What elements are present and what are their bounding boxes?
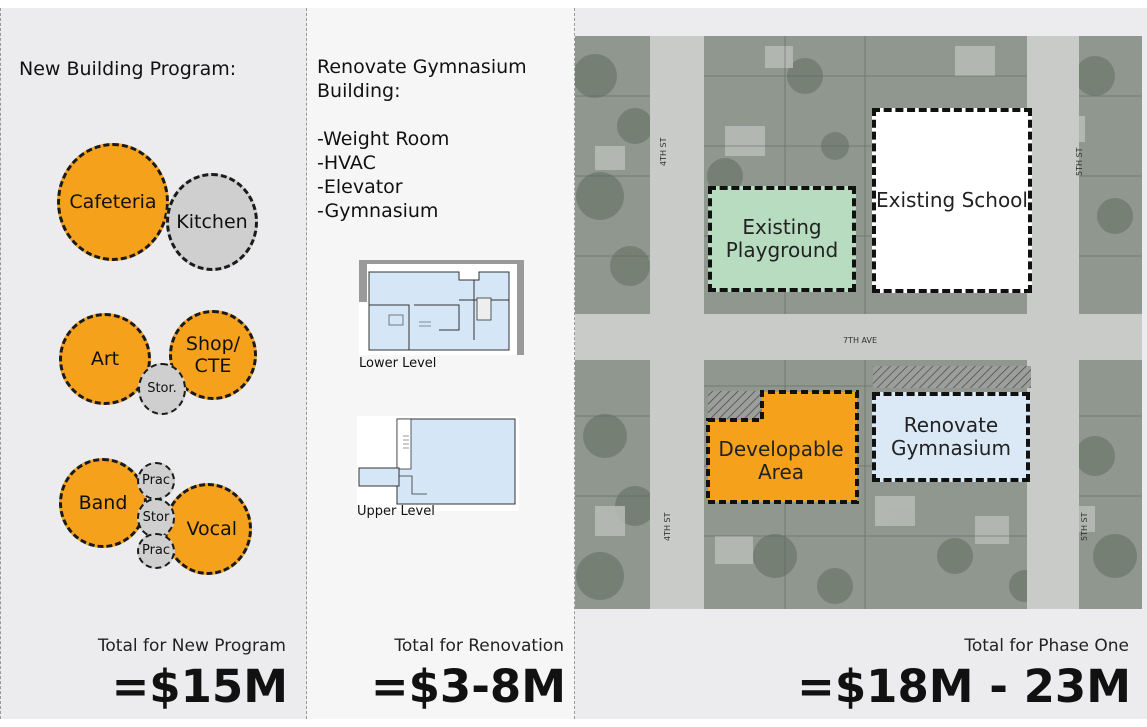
renovate-gymnasium-zone: Renovate Gymnasium [872,392,1030,482]
renovation-item: -Elevator [317,176,403,198]
art-bubble: Art [59,313,151,405]
renovation-total-value: =$3-8M [370,660,566,713]
vocal-bubble: Vocal [164,483,252,575]
renovation-item: -Weight Room [317,128,450,150]
band-storage-bubble: Stor [137,498,175,538]
renovation-item: -Gymnasium [317,200,439,222]
street-label-4th-bottom: 4TH ST [663,512,672,542]
art-storage-bubble: Stor. [138,363,186,415]
street-label-7th-ave: 7TH AVE [843,336,878,345]
band-practice-top-bubble: Prac [137,462,175,500]
developable-area-label: Developable Area [718,437,844,484]
upper-level-floor-plan [357,416,519,511]
kitchen-bubble: Kitchen [166,173,258,271]
renovation-item: -HVAC [317,152,376,174]
band-bubble: Band [59,458,147,548]
cafeteria-bubble: Cafeteria [57,143,169,261]
phase-one-total-label: Total for Phase One [964,636,1129,656]
lower-level-label: Lower Level [359,356,437,371]
existing-school-zone: Existing School [872,108,1032,293]
street-label-5th-bottom: 5TH ST [1080,512,1089,542]
new-program-panel: New Building Program: Cafeteria Kitchen … [0,8,307,719]
new-program-heading: New Building Program: [19,58,237,80]
new-program-total-label: Total for New Program [97,636,286,656]
band-practice-bottom-bubble: Prac [137,533,175,569]
upper-level-label: Upper Level [357,504,435,519]
renovation-panel: Renovate Gymnasium Building: -Weight Roo… [307,8,575,719]
lower-level-floor-plan [359,260,524,355]
street-label-4th-top: 4TH ST [659,137,668,167]
existing-playground-zone: Existing Playground [708,186,856,292]
phase-one-total-value: =$18M - 23M [797,660,1131,713]
aerial-background [575,36,1142,609]
new-program-total-value: =$15M [111,660,288,713]
renovation-heading: Renovate Gymnasium Building: [317,56,527,102]
shop-cte-bubble: Shop/ CTE [169,310,257,400]
site-aerial-map: 4TH ST 4TH ST 5TH ST 5TH ST 7TH AVE Exis… [575,36,1142,609]
renovation-total-label: Total for Renovation [394,636,564,656]
street-label-5th-top: 5TH ST [1075,147,1084,177]
developable-area-shape [706,390,859,504]
